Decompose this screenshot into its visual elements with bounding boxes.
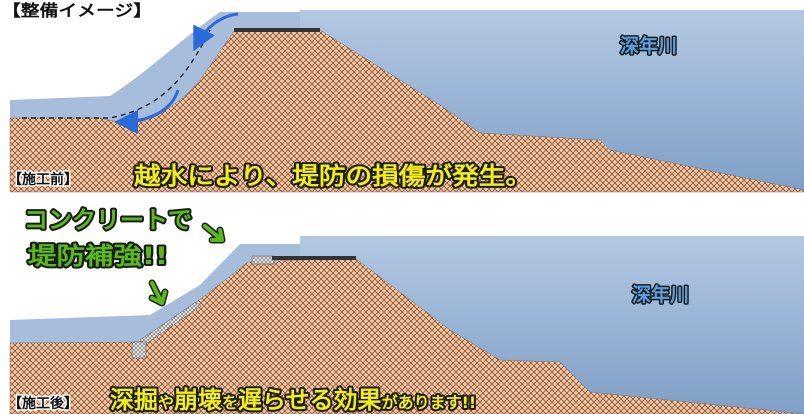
overflow-arrow-upper <box>193 12 239 52</box>
concrete-crest-block <box>251 255 275 265</box>
callout-line-2: 堤防補強!! <box>28 242 168 270</box>
caption-part-deep-scour: 深掘 <box>110 386 158 414</box>
callout-arrow-slope <box>150 281 167 305</box>
callout-arrow-crest <box>203 224 224 242</box>
caption-part-arimasu: があります!! <box>382 393 477 412</box>
crest-road-before <box>234 28 320 32</box>
before-panel <box>9 10 804 193</box>
caption-part-wo: を <box>222 393 238 412</box>
after-caption: 深掘や崩壊を遅らせる効果があります!! <box>110 386 476 414</box>
concrete-toe-block <box>131 341 147 359</box>
diagram-title: 【整備イメージ】 <box>2 1 152 20</box>
caption-part-ya: や <box>158 393 174 412</box>
crest-road-after <box>272 256 356 260</box>
callout-line-1: コンクリートで <box>24 206 192 234</box>
before-caption: 越水により、堤防の損傷が発生。 <box>134 162 532 190</box>
river-label-after: 深年川 <box>632 283 689 306</box>
caption-part-collapse: 崩壊 <box>174 386 222 414</box>
river-label-before: 深年川 <box>620 34 677 57</box>
after-panel <box>9 222 804 414</box>
caption-part-delay-effect: 遅らせる効果 <box>238 386 382 414</box>
before-tag: 【施工前】 <box>8 171 78 188</box>
after-tag: 【施工後】 <box>8 395 78 412</box>
overflow-arrow-lower <box>114 89 180 134</box>
